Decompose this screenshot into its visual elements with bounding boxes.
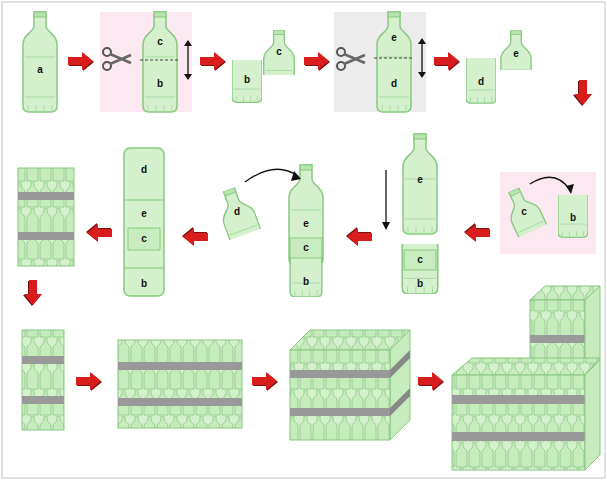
part-letter: e	[391, 33, 397, 43]
part-letter: e	[513, 49, 519, 59]
part-letter: c	[303, 243, 309, 253]
part-letter: b	[417, 279, 423, 289]
part-letter: c	[417, 255, 423, 265]
part-letter: e	[417, 175, 423, 185]
part-letter: b	[157, 79, 163, 89]
part-letter: e	[303, 219, 309, 229]
part-letter: a	[37, 65, 43, 75]
part-letter: d	[141, 165, 147, 175]
part-letter: c	[521, 207, 527, 217]
part-letter: d	[478, 77, 484, 87]
part-letter: c	[157, 37, 163, 47]
part-letter: b	[303, 277, 309, 287]
part-letter: b	[244, 75, 250, 85]
part-letter: b	[141, 279, 147, 289]
part-letter: e	[141, 209, 147, 219]
part-letter: c	[276, 47, 282, 57]
part-letter: c	[141, 234, 147, 244]
part-letter: b	[570, 213, 576, 223]
part-letter: d	[391, 79, 397, 89]
part-letter: d	[234, 207, 240, 217]
